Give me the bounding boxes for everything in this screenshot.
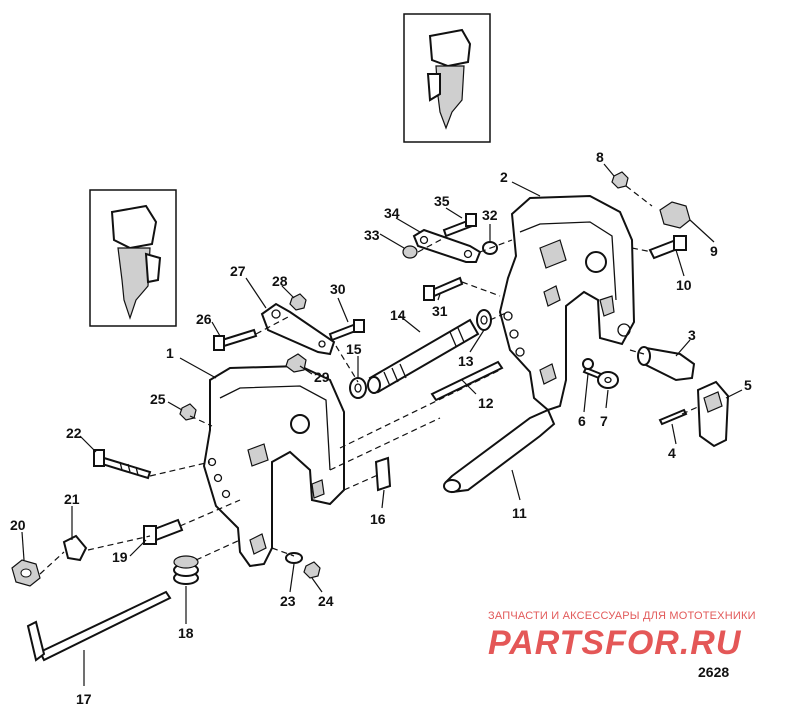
link-plate-34: [412, 228, 482, 263]
tilt-pin-rod-17: [26, 590, 172, 662]
nut-29: [285, 353, 307, 373]
callout-7: 7: [600, 413, 608, 429]
callout-23: 23: [280, 593, 296, 609]
callout-18: 18: [178, 625, 194, 641]
cover-screw: [658, 408, 688, 426]
callout-34: 34: [384, 205, 400, 221]
clip-21: [62, 534, 88, 562]
callout-9: 9: [710, 243, 718, 259]
callout-1: 1: [166, 345, 174, 361]
callout-10: 10: [676, 277, 692, 293]
callout-13: 13: [458, 353, 474, 369]
bolt-30: [328, 319, 365, 342]
callout-14: 14: [390, 307, 406, 323]
callout-35: 35: [434, 193, 450, 209]
assembly-lines: [39, 185, 701, 575]
callout-15: 15: [346, 341, 362, 357]
nut-20: [11, 559, 41, 587]
callout-6: 6: [578, 413, 586, 429]
bolt-26: [213, 328, 258, 351]
callout-30: 30: [330, 281, 346, 297]
bolt-35: [442, 213, 477, 238]
pad-16: [374, 456, 392, 492]
callout-20: 20: [10, 517, 26, 533]
engine-thumbnail-left: [89, 189, 177, 327]
washer-33: [402, 245, 418, 259]
washer-7: [597, 371, 619, 389]
callout-21: 21: [64, 491, 80, 507]
callout-19: 19: [112, 549, 128, 565]
cover-plate: [696, 380, 730, 448]
callout-22: 22: [66, 425, 82, 441]
callout-29: 29: [314, 369, 330, 385]
callout-32: 32: [482, 207, 498, 223]
callout-8: 8: [596, 149, 604, 165]
callout-3: 3: [688, 327, 696, 343]
diagram-id-label: 2628: [698, 664, 730, 680]
callout-5: 5: [744, 377, 752, 393]
callout-28: 28: [272, 273, 288, 289]
callout-17: 17: [76, 691, 92, 706]
callout-16: 16: [370, 511, 386, 527]
callout-11: 11: [512, 505, 527, 521]
callout-24: 24: [318, 593, 334, 609]
pivot-rod: [430, 360, 504, 402]
nut-8: [611, 171, 629, 189]
link-plate-27: [260, 302, 336, 356]
clamp-bracket-left: [202, 364, 345, 568]
bolt-10: [648, 235, 687, 260]
callout-33: 33: [364, 227, 380, 243]
washer-23: [285, 552, 303, 564]
callout-27: 27: [230, 263, 246, 279]
nut-24: [303, 561, 321, 579]
callouts: 1 2 3 4 5 6 7 8 9 10 11 12 13 14 15 16 1…: [10, 149, 752, 706]
spring-18: [173, 555, 199, 585]
watermark: ЗАПЧАСТИ И АКСЕССУАРЫ ДЛЯ МОТОТЕХНИКИ PA…: [488, 610, 788, 663]
callout-26: 26: [196, 311, 212, 327]
watermark-brand: PARTSFOR.RU: [488, 624, 742, 662]
reverse-lock-lever: [637, 346, 696, 382]
callout-12: 12: [478, 395, 494, 411]
callout-2: 2: [500, 169, 508, 185]
bolt-31: [423, 276, 464, 301]
bolt-22: [93, 449, 152, 480]
washer-13: [476, 309, 492, 331]
leader-lines: [21, 163, 743, 686]
nut-9: [659, 201, 691, 229]
callout-31: 31: [432, 303, 448, 319]
tilt-tube: [367, 318, 480, 394]
callout-25: 25: [150, 391, 166, 407]
watermark-tagline: ЗАПЧАСТИ И АКСЕССУАРЫ ДЛЯ МОТОТЕХНИКИ: [488, 610, 756, 622]
callout-4: 4: [668, 445, 676, 461]
engine-thumbnail-upper: [403, 13, 491, 143]
bolt-19: [143, 518, 184, 545]
clamp-bracket-right: [498, 194, 636, 412]
swivel-handle: [443, 408, 556, 494]
